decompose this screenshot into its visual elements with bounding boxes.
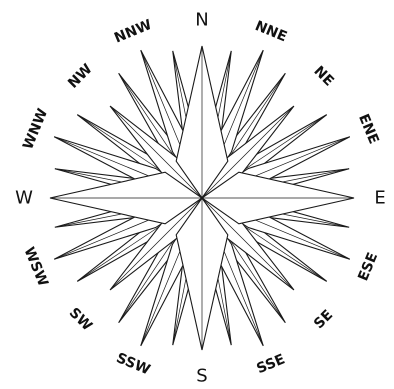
- label-wnw: WNW: [20, 106, 51, 151]
- label-e: E: [374, 188, 385, 209]
- label-ssw: SSW: [114, 350, 152, 378]
- label-nne: NNE: [253, 18, 290, 45]
- label-sw: SW: [66, 305, 95, 334]
- label-s: S: [196, 366, 207, 387]
- label-ne: NE: [310, 63, 336, 89]
- label-sse: SSE: [254, 351, 287, 377]
- label-nw: NW: [65, 61, 96, 92]
- label-se: SE: [311, 307, 336, 332]
- label-n: N: [195, 10, 208, 31]
- label-wsw: WSW: [20, 245, 50, 289]
- label-nnw: NNW: [112, 17, 154, 47]
- label-w: W: [15, 188, 33, 209]
- cardinal-points-layer: [50, 46, 354, 350]
- label-ene: ENE: [355, 112, 382, 147]
- label-ese: ESE: [355, 250, 381, 283]
